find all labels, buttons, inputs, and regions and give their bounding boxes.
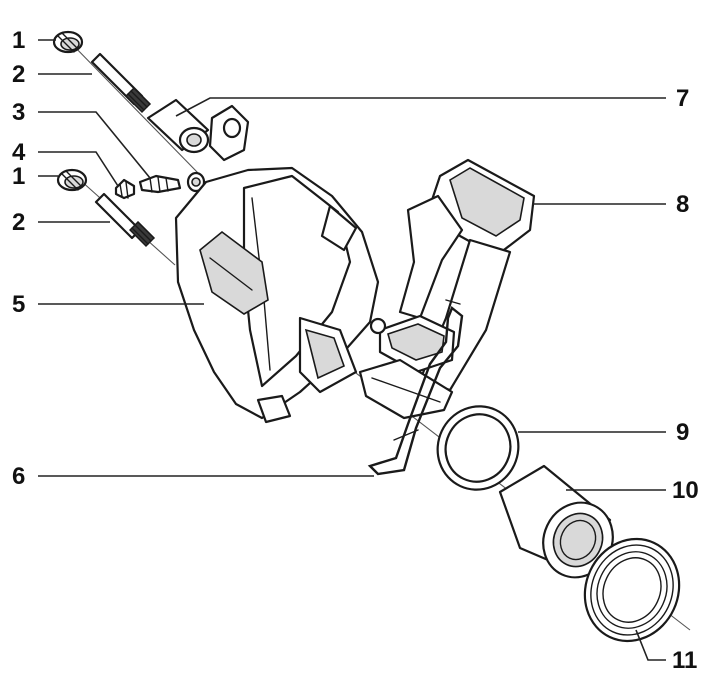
callout-11: 11 [672,647,697,674]
callout-4: 4 [12,139,26,166]
bleed-screw [138,171,206,194]
callout-8: 8 [676,191,689,218]
brake-pad-carrier [358,158,536,420]
callout-1-lower: 1 [12,163,25,190]
dust-cap-upper [52,30,84,54]
callout-1-upper: 1 [12,27,25,54]
callout-10: 10 [672,477,699,504]
callout-9: 9 [676,419,689,446]
leader-4 [38,151,119,187]
callout-2-lower: 2 [12,209,25,236]
leader-7 [175,97,666,117]
caliper-housing [174,104,380,424]
dust-cap-lower [56,168,88,192]
piston [498,464,614,579]
guide-bolt-upper [90,52,151,113]
dust-boot [583,537,681,643]
callout-labels: 1 2 3 4 1 2 5 6 7 8 9 10 11 [12,27,699,674]
callout-5: 5 [12,291,25,318]
callout-6: 6 [12,463,25,490]
callout-7: 7 [676,85,689,112]
callout-2-upper: 2 [12,61,25,88]
guide-bolt-lower [94,192,155,247]
leader-lines [38,39,666,661]
callout-3: 3 [12,99,25,126]
piston-seal [436,405,520,491]
guide-sleeve [146,98,210,154]
leader-3 [38,111,151,179]
retaining-spring [367,299,464,476]
bleed-cap [114,178,136,200]
leader-11 [635,629,666,661]
